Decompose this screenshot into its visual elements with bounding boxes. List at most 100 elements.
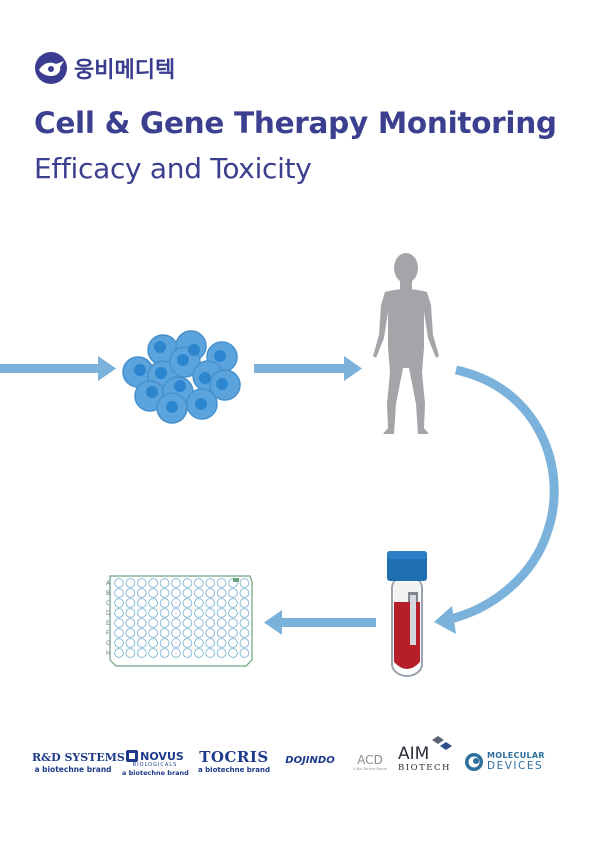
plate-well [125,618,136,628]
plate-well [148,588,159,598]
plate-well [216,578,227,588]
plate-row-label: A [106,580,111,587]
plate-well [114,618,124,628]
partner-logos: R&D SYSTEMS a biotechne brand NOVUS BIOL… [0,730,595,780]
plate-well [205,588,216,598]
plate-well [216,628,227,638]
plate-well [171,608,181,618]
plate-well [125,638,136,648]
plate-well [205,598,216,608]
arrow-left-icon [264,610,376,635]
arrow-right-icon [254,356,362,381]
company-logo: 웅비메디텍 [34,50,175,86]
plate-well [182,618,193,628]
page-subtitle: Efficacy and Toxicity [34,152,312,185]
plate-well [159,648,170,658]
plate-well [239,608,250,618]
plate-well [114,578,124,588]
molecular-devices-logo: MOLECULAR DEVICES [464,752,562,772]
plate-well [148,628,159,638]
plate-well [125,608,136,618]
plate-well [125,578,136,588]
plate-well [148,608,159,618]
plate-well [205,608,216,618]
plate-well [171,648,181,658]
plate-well [239,618,250,628]
plate-well [182,608,193,618]
plate-well [239,598,250,608]
plate-well [125,628,136,638]
molecular-devices-mark-icon [465,753,483,771]
plate-well [182,578,193,588]
plate-well [182,628,193,638]
plate-well [159,598,170,608]
page-title: Cell & Gene Therapy Monitoring [34,106,557,140]
plate-well [136,628,147,638]
plate-well [205,648,216,658]
plate-well [182,588,193,598]
plate-well [228,638,238,648]
aim-mark-icon [432,736,452,750]
plate-well [205,578,216,588]
curved-arrow-icon [434,365,559,634]
plate-well [159,628,170,638]
plate-well [216,648,227,658]
plate-well [205,618,216,628]
aim-biotech-logo: AIM BIOTECH [396,736,458,773]
plate-well [228,618,238,628]
plate-well [114,638,124,648]
novus-mark-icon [126,750,139,762]
plate-well [148,638,159,648]
plate-well [114,598,124,608]
plate-row-label: F [106,630,110,637]
plate-well [239,578,250,588]
plate-well [159,608,170,618]
plate-well [171,628,181,638]
plate-well [171,578,181,588]
plate-well [148,578,159,588]
plate-well [171,598,181,608]
plate-well [171,618,181,628]
dojindo-logo: DOJINDO [285,755,335,766]
plate-well [239,588,250,598]
plate-well [205,638,216,648]
cell-cluster-icon [122,330,241,424]
plate-well [216,618,227,628]
plate-well [239,628,250,638]
plate-well [136,588,147,598]
plate-well [136,618,147,628]
plate-well [125,598,136,608]
human-figure-icon [373,253,439,434]
plate-well [159,638,170,648]
plate-well [216,638,227,648]
plate-well [148,618,159,628]
plate-well [193,648,204,658]
plate-well [193,598,204,608]
plate-well [182,638,193,648]
plate-well [125,648,136,658]
plate-well [136,578,147,588]
plate-well [114,628,124,638]
plate-well [136,648,147,658]
rnd-systems-logo: R&D SYSTEMS a biotechne brand [32,751,125,774]
plate-well [171,588,181,598]
plate-well [114,588,124,598]
plate-well [193,628,204,638]
arrow-right-icon [0,356,116,381]
acd-logo: ACD A Bio-Techne Brand [353,753,387,771]
plate-well [125,588,136,598]
plate-well [205,628,216,638]
plate-well [228,648,238,658]
plate-well [228,598,238,608]
company-name: 웅비메디텍 [74,58,176,83]
plate-row-labels: A B C D E F G H [106,580,111,657]
plate-well [114,608,124,618]
plate-row-label: C [106,600,110,607]
plate-well [148,648,159,658]
plate-well [228,608,238,618]
novus-logo: NOVUS BIOLOGICALS a biotechne brand [122,749,189,777]
plate-well [193,578,204,588]
plate-well [171,638,181,648]
plate-well [159,588,170,598]
